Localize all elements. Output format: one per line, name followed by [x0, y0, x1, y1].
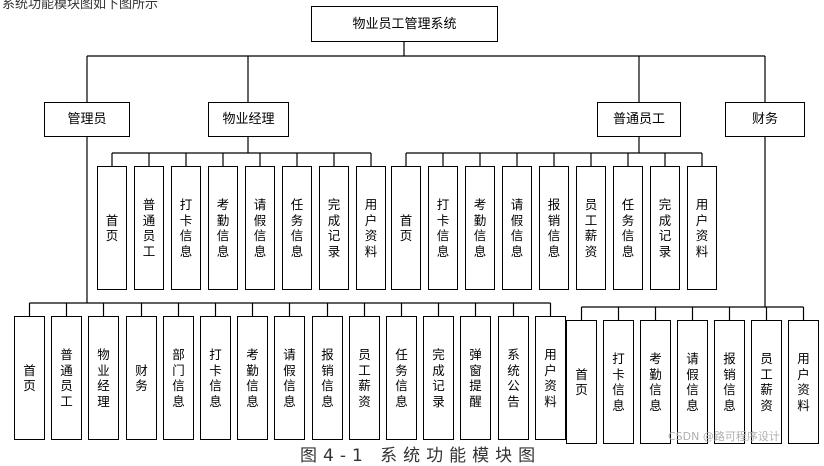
admin-module-9: 员工薪资	[349, 316, 380, 440]
admin-module-14: 用户资料	[535, 316, 566, 440]
admin-module-13: 系统公告	[498, 316, 529, 440]
connector-lines	[28, 42, 805, 320]
admin-module-0: 首页	[14, 316, 45, 440]
employee-module-label: 首页	[399, 212, 413, 244]
manager-module-label: 任务信息	[290, 197, 304, 259]
admin-module-6: 考勤信息	[237, 316, 268, 440]
admin-module-label: 考勤信息	[246, 347, 259, 409]
employee-module-8: 用户资料	[687, 166, 717, 290]
employee-module-label: 报销信息	[547, 197, 561, 259]
employee-module-label: 任务信息	[621, 197, 635, 259]
admin-module-label: 任务信息	[395, 347, 408, 409]
role-manager: 物业经理	[208, 102, 289, 137]
admin-module-label: 首页	[23, 362, 36, 394]
admin-module-label: 物业经理	[97, 347, 110, 409]
manager-module-2: 打卡信息	[171, 166, 201, 290]
admin-module-label: 用户资料	[544, 347, 557, 409]
manager-module-4: 请假信息	[245, 166, 275, 290]
manager-module-label: 首页	[105, 212, 119, 244]
role-finance: 财务	[725, 102, 805, 137]
finance-module-6: 用户资料	[788, 320, 819, 444]
admin-module-label: 系统公告	[507, 347, 520, 409]
finance-module-label: 员工薪资	[760, 351, 773, 413]
admin-module-7: 请假信息	[274, 316, 305, 440]
admin-module-label: 部门信息	[172, 347, 185, 409]
finance-module-label: 打卡信息	[612, 351, 625, 413]
employee-module-label: 完成记录	[658, 197, 672, 259]
admin-module-11: 完成记录	[423, 316, 454, 440]
manager-module-3: 考勤信息	[208, 166, 238, 290]
employee-module-5: 员工薪资	[576, 166, 606, 290]
employee-module-label: 请假信息	[510, 197, 524, 259]
manager-module-label: 完成记录	[327, 197, 341, 259]
admin-module-label: 弹窗提醒	[469, 347, 482, 409]
manager-module-0: 首页	[97, 166, 127, 290]
admin-module-4: 部门信息	[163, 316, 194, 440]
finance-module-label: 考勤信息	[649, 351, 662, 413]
admin-module-8: 报销信息	[312, 316, 343, 440]
manager-module-label: 打卡信息	[179, 197, 193, 259]
employee-module-4: 报销信息	[539, 166, 569, 290]
root-node: 物业员工管理系统	[311, 6, 498, 42]
finance-module-label: 首页	[575, 366, 588, 398]
finance-module-0: 首页	[566, 320, 597, 444]
finance-module-3: 请假信息	[677, 320, 708, 444]
role-employee: 普通员工	[597, 102, 681, 137]
admin-module-5: 打卡信息	[200, 316, 231, 440]
employee-module-1: 打卡信息	[428, 166, 458, 290]
finance-module-5: 员工薪资	[751, 320, 782, 444]
admin-module-label: 财务	[135, 362, 148, 394]
role-admin: 管理员	[44, 102, 130, 137]
manager-module-5: 任务信息	[282, 166, 312, 290]
admin-module-label: 普通员工	[60, 347, 73, 409]
finance-module-2: 考勤信息	[640, 320, 671, 444]
admin-module-label: 打卡信息	[209, 347, 222, 409]
admin-module-2: 物业经理	[88, 316, 119, 440]
employee-module-7: 完成记录	[650, 166, 680, 290]
manager-module-1: 普通员工	[134, 166, 164, 290]
admin-module-3: 财务	[126, 316, 157, 440]
employee-module-label: 考勤信息	[473, 197, 487, 259]
manager-module-label: 普通员工	[142, 197, 156, 259]
employee-module-label: 打卡信息	[436, 197, 450, 259]
finance-module-1: 打卡信息	[603, 320, 634, 444]
manager-module-label: 用户资料	[364, 197, 378, 259]
manager-module-7: 用户资料	[356, 166, 386, 290]
admin-module-10: 任务信息	[386, 316, 417, 440]
admin-module-label: 员工薪资	[358, 347, 371, 409]
admin-module-label: 请假信息	[283, 347, 296, 409]
employee-module-label: 员工薪资	[584, 197, 598, 259]
figure-caption: 图4-1 系统功能模块图	[300, 446, 542, 466]
admin-module-1: 普通员工	[51, 316, 82, 440]
employee-module-3: 请假信息	[502, 166, 532, 290]
admin-module-label: 报销信息	[321, 347, 334, 409]
finance-module-label: 报销信息	[723, 351, 736, 413]
admin-module-12: 弹窗提醒	[460, 316, 491, 440]
finance-module-4: 报销信息	[714, 320, 745, 444]
manager-module-label: 请假信息	[253, 197, 267, 259]
manager-module-label: 考勤信息	[216, 197, 230, 259]
finance-module-label: 用户资料	[797, 351, 810, 413]
top-cut-text: 系统功能模块图如下图所示	[2, 0, 159, 12]
employee-module-2: 考勤信息	[465, 166, 495, 290]
employee-module-0: 首页	[391, 166, 421, 290]
employee-module-label: 用户资料	[695, 197, 709, 259]
watermark: CSDN @路可程序设计	[668, 430, 780, 443]
employee-module-6: 任务信息	[613, 166, 643, 290]
manager-module-6: 完成记录	[319, 166, 349, 290]
finance-module-label: 请假信息	[686, 351, 699, 413]
admin-module-label: 完成记录	[432, 347, 445, 409]
